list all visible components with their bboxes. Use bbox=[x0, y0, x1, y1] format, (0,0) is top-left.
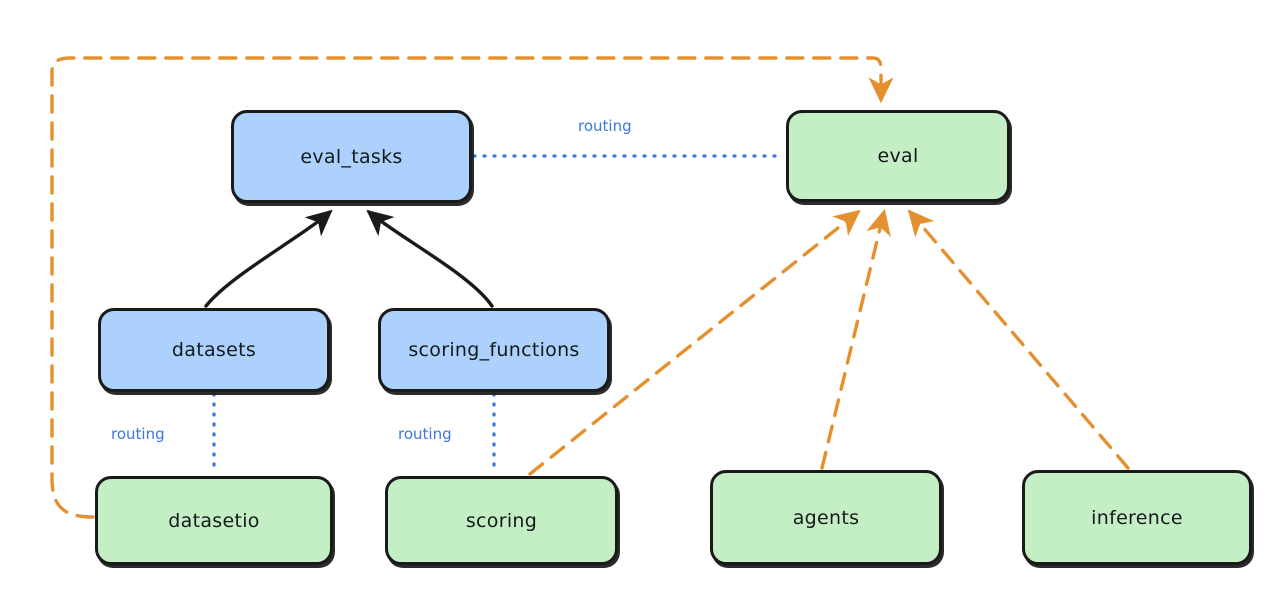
node-scoring-functions-label: scoring_functions bbox=[408, 339, 580, 361]
node-inference[interactable]: inference bbox=[1022, 470, 1252, 565]
edge-scoring-functions-to-eval-tasks bbox=[366, 209, 494, 308]
edge-label-routing-scoring: routing bbox=[398, 425, 452, 443]
node-datasets[interactable]: datasets bbox=[98, 308, 330, 392]
node-eval-tasks-label: eval_tasks bbox=[300, 145, 403, 168]
node-datasetio[interactable]: datasetio bbox=[95, 476, 333, 565]
edge-scoring-to-eval bbox=[528, 209, 861, 476]
edge-datasets-to-eval-tasks bbox=[204, 209, 333, 308]
edge-datasetio-to-eval bbox=[50, 56, 894, 519]
node-datasets-label: datasets bbox=[171, 339, 257, 361]
node-eval-label: eval bbox=[877, 145, 919, 167]
edge-inference-to-eval bbox=[907, 209, 1130, 470]
edge-agents-to-eval bbox=[820, 208, 891, 470]
node-eval[interactable]: eval bbox=[786, 110, 1010, 202]
node-scoring[interactable]: scoring bbox=[385, 476, 618, 565]
node-agents[interactable]: agents bbox=[710, 470, 942, 565]
node-datasetio-label: datasetio bbox=[168, 509, 260, 532]
node-inference-label: inference bbox=[1091, 506, 1183, 529]
edge-label-routing-datasetio: routing bbox=[111, 425, 165, 443]
edge-label-routing-eval: routing bbox=[578, 117, 632, 135]
node-scoring-label: scoring bbox=[465, 509, 538, 532]
node-agents-label: agents bbox=[792, 506, 860, 529]
node-eval-tasks[interactable]: eval_tasks bbox=[231, 110, 472, 203]
node-scoring-functions[interactable]: scoring_functions bbox=[378, 308, 610, 392]
